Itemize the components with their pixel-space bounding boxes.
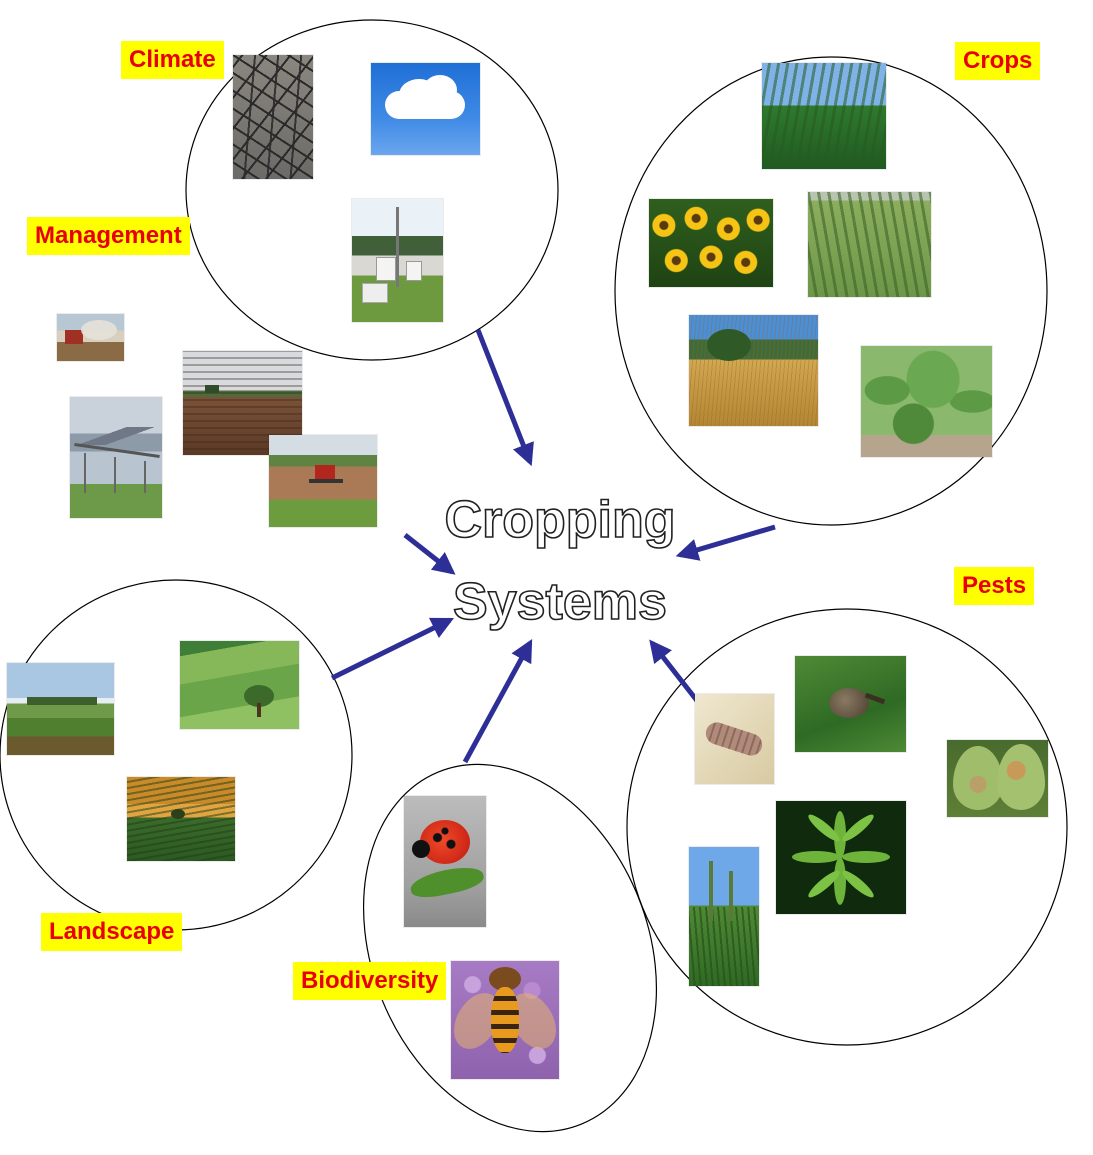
- photo-larva: [695, 694, 774, 784]
- arrow-climate: [475, 329, 534, 467]
- pests-circle: [626, 608, 1068, 1046]
- photo-corn-field: [762, 63, 886, 169]
- photo-grass-weed: [689, 847, 759, 986]
- arrow-crops: [675, 524, 776, 561]
- photo-hoverfly: [451, 961, 559, 1079]
- climate-circle: [185, 19, 559, 361]
- photo-cereal-rows: [808, 192, 931, 297]
- photo-green-valley: [7, 663, 114, 755]
- photo-ladybug: [404, 796, 486, 927]
- arrow-management: [403, 533, 456, 575]
- center-title-line2: Systems: [452, 572, 668, 632]
- arrow-pests: [649, 639, 700, 704]
- photo-cracked-soil: [233, 55, 313, 179]
- label-climate: Climate: [121, 41, 224, 79]
- group-arrows: [330, 329, 776, 764]
- biodiversity-circle: [362, 763, 658, 1133]
- label-crops: Crops: [955, 42, 1041, 80]
- arrow-biodiversity: [462, 639, 533, 764]
- photo-wheat-field: [689, 315, 818, 426]
- photo-weed-plant: [776, 801, 906, 914]
- crops-circle: [614, 56, 1048, 526]
- center-title-line1: Cropping: [444, 490, 677, 550]
- photo-striped-fields: [127, 777, 235, 861]
- landscape-circle: [0, 579, 353, 931]
- label-biodiversity: Biodiversity: [293, 962, 447, 1000]
- photo-cloud-sky: [371, 63, 480, 155]
- label-management: Management: [27, 217, 190, 255]
- photo-green-hills-tree: [180, 641, 299, 729]
- label-landscape: Landscape: [41, 913, 183, 951]
- label-pests: Pests: [954, 567, 1035, 605]
- photo-sugar-beet: [861, 346, 992, 457]
- arrow-landscape: [330, 617, 455, 681]
- photo-weevil: [795, 656, 906, 752]
- photo-tractor-dust: [57, 314, 124, 361]
- photo-irrigation: [70, 397, 162, 518]
- photo-weather-station: [352, 199, 443, 322]
- photo-seeding-tractor: [269, 435, 377, 527]
- photo-leaf-disease: [947, 740, 1048, 817]
- photo-sunflowers: [649, 199, 773, 287]
